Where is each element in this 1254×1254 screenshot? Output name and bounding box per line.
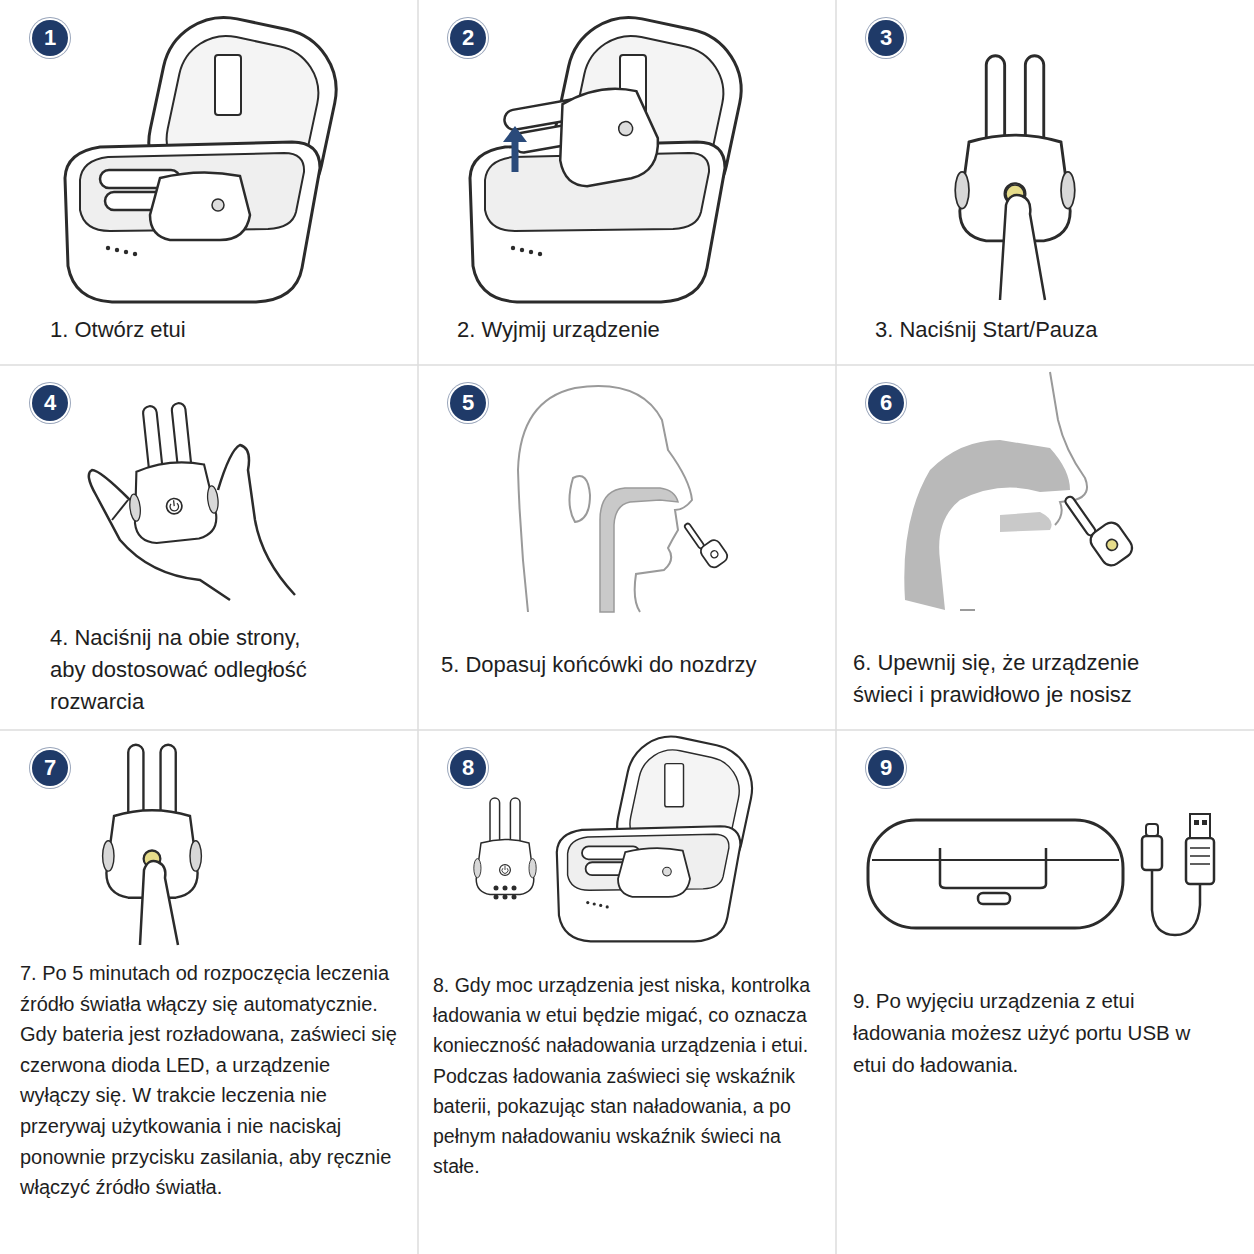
step-number-circle: 3 (868, 20, 904, 56)
callout-number: 9 (880, 757, 892, 779)
step-caption: 9. Po wyjęciu urządzenia z etui ładowani… (853, 985, 1223, 1080)
step-number-circle: 4 (32, 385, 68, 421)
step-panel: 5. Dopasuj końcówki do nozdrzy 5 (418, 365, 836, 730)
step-panel: 7. Po 5 minutach od rozpoczęcia leczenia… (0, 730, 418, 1254)
callout-number: 5 (462, 392, 474, 414)
step-caption: 5. Dopasuj końcówki do nozdrzy (441, 650, 826, 680)
step-caption: 8. Gdy moc urządzenia jest niska, kontro… (433, 970, 828, 1182)
step-number-circle: 6 (868, 385, 904, 421)
step-panel: 6. Upewnij się, że urządzenie świeci i p… (836, 365, 1254, 730)
step-number-circle: 8 (450, 750, 486, 786)
step-panel: 1. Otwórz etui 1 (0, 0, 418, 365)
callout-number: 2 (462, 27, 474, 49)
callout-number: 7 (44, 757, 56, 779)
step-number-circle: 5 (450, 385, 486, 421)
step-number-circle: 2 (450, 20, 486, 56)
step-caption: 2. Wyjmij urządzenie (457, 315, 827, 345)
step-number-circle: 1 (32, 20, 68, 56)
step-caption: 3. Naciśnij Start/Pauza (875, 315, 1245, 345)
step-caption: 4. Naciśnij na obie strony, aby dostosow… (50, 622, 340, 718)
callout-number: 8 (462, 757, 474, 779)
callout-number: 4 (44, 392, 56, 414)
step-caption: 7. Po 5 minutach od rozpoczęcia leczenia… (20, 958, 405, 1203)
step-number-circle: 9 (868, 750, 904, 786)
step-panel: 8. Gdy moc urządzenia jest niska, kontro… (418, 730, 836, 1254)
step-panel: 4. Naciśnij na obie strony, aby dostosow… (0, 365, 418, 730)
callout-number: 1 (44, 27, 56, 49)
step-caption: 1. Otwórz etui (50, 315, 410, 345)
callout-number: 3 (880, 27, 892, 49)
callout-number: 6 (880, 392, 892, 414)
step-panel: 2. Wyjmij urządzenie 2 (418, 0, 836, 365)
step-number-circle: 7 (32, 750, 68, 786)
step-panel: 3. Naciśnij Start/Pauza 3 (836, 0, 1254, 365)
step-caption: 6. Upewnij się, że urządzenie świeci i p… (853, 647, 1183, 711)
step-panel: 9. Po wyjęciu urządzenia z etui ładowani… (836, 730, 1254, 1254)
